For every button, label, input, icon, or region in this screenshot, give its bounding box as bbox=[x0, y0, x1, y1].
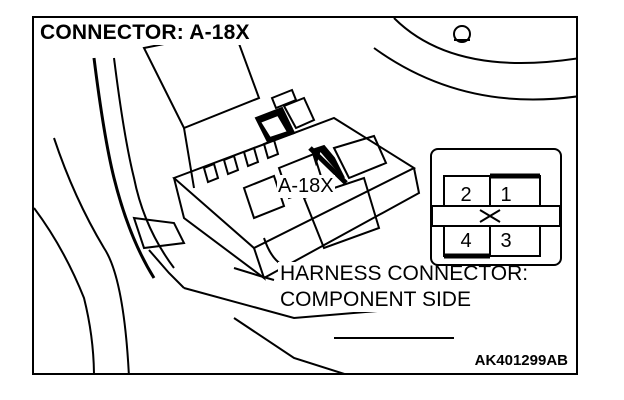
pin-3-label: 3 bbox=[500, 230, 512, 252]
figure-code: AK401299AB bbox=[472, 352, 570, 369]
pin-2-label: 2 bbox=[460, 184, 472, 206]
pin-4-label: 4 bbox=[460, 230, 472, 252]
connector-callout-label: A-18X bbox=[277, 175, 335, 198]
harness-label-line2: COMPONENT SIDE bbox=[278, 288, 473, 312]
connector-title: CONNECTOR: A-18X bbox=[38, 21, 252, 45]
connector-face-diagram: 2 1 4 3 bbox=[430, 148, 562, 266]
engine-bay-illustration bbox=[34, 18, 576, 373]
harness-label-line1: HARNESS CONNECTOR: bbox=[278, 262, 531, 286]
left-wire-harness bbox=[92, 57, 156, 279]
round-component bbox=[393, 18, 576, 64]
pin-1-label: 1 bbox=[500, 184, 512, 206]
diagram-frame: CONNECTOR: A-18X A-18X HARNESS CONNECTOR… bbox=[32, 16, 578, 375]
latch-band bbox=[432, 205, 560, 227]
